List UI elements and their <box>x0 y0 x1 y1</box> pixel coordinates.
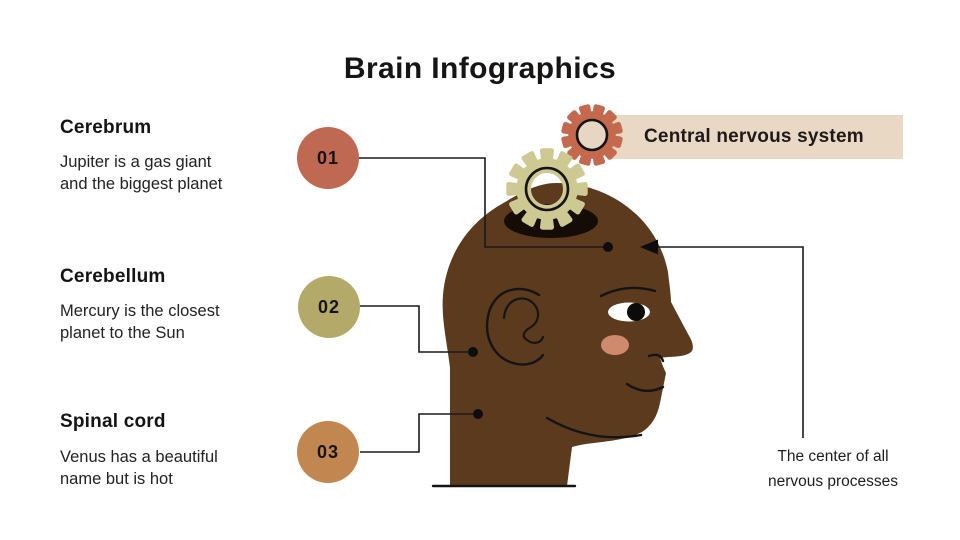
ear-outer <box>485 287 545 366</box>
section-heading-cerebrum: Cerebrum <box>60 117 152 138</box>
section-body-cerebrum: Jupiter is a gas giant and the biggest p… <box>60 152 222 195</box>
connector-step-01 <box>359 157 608 248</box>
section-body-line: Jupiter is a gas giant <box>60 153 212 171</box>
section-body-line: Venus has a beautiful <box>60 448 218 466</box>
section-heading-cerebellum: Cerebellum <box>60 266 166 287</box>
callout-label: Central nervous system <box>644 126 864 147</box>
callout-central-nervous-system: Central nervous system <box>610 115 903 159</box>
connector-step-02 <box>360 305 473 353</box>
caption-line: nervous processes <box>767 473 899 490</box>
cheek-blush <box>601 335 629 355</box>
section-heading-spinal-cord: Spinal cord <box>60 411 166 432</box>
connector-dot <box>603 242 613 252</box>
nostril-line <box>647 353 665 363</box>
connector-dot <box>468 347 478 357</box>
section-body-line: Mercury is the closest <box>60 302 220 320</box>
step-number: 02 <box>317 296 341 317</box>
step-number: 01 <box>316 147 340 168</box>
gear-icon <box>506 148 588 230</box>
connector-lines <box>359 157 804 453</box>
step-badge-03: 03 <box>297 421 359 483</box>
step-number: 03 <box>316 441 340 462</box>
skull-opening <box>504 204 598 238</box>
head-silhouette <box>442 183 693 486</box>
step-badge-02: 02 <box>298 276 360 338</box>
eyebrow <box>599 286 657 298</box>
face-details <box>431 286 665 488</box>
ear-inner <box>502 297 545 344</box>
page-title: Brain Infographics <box>343 52 617 85</box>
section-body-line: name but is hot <box>60 469 173 488</box>
caption-nervous-processes: The center of all nervous processes <box>733 444 933 494</box>
jaw-line <box>545 416 643 439</box>
arrow-left-icon <box>640 239 658 255</box>
eye-white <box>608 302 650 322</box>
section-body-spinal-cord: Venus has a beautiful name but is hot <box>60 447 218 490</box>
connector-step-03 <box>360 413 478 453</box>
caption-line: The center of all <box>777 448 889 465</box>
step-badge-01: 01 <box>297 127 359 189</box>
section-body-cerebellum: Mercury is the closest planet to the Sun <box>60 301 220 344</box>
connector-callout <box>657 246 804 438</box>
section-body-line: and the biggest planet <box>60 174 223 193</box>
section-body-line: planet to the Sun <box>60 323 185 342</box>
eye-pupil <box>627 303 645 321</box>
mouth-line <box>625 382 665 392</box>
connector-dot <box>473 409 483 419</box>
